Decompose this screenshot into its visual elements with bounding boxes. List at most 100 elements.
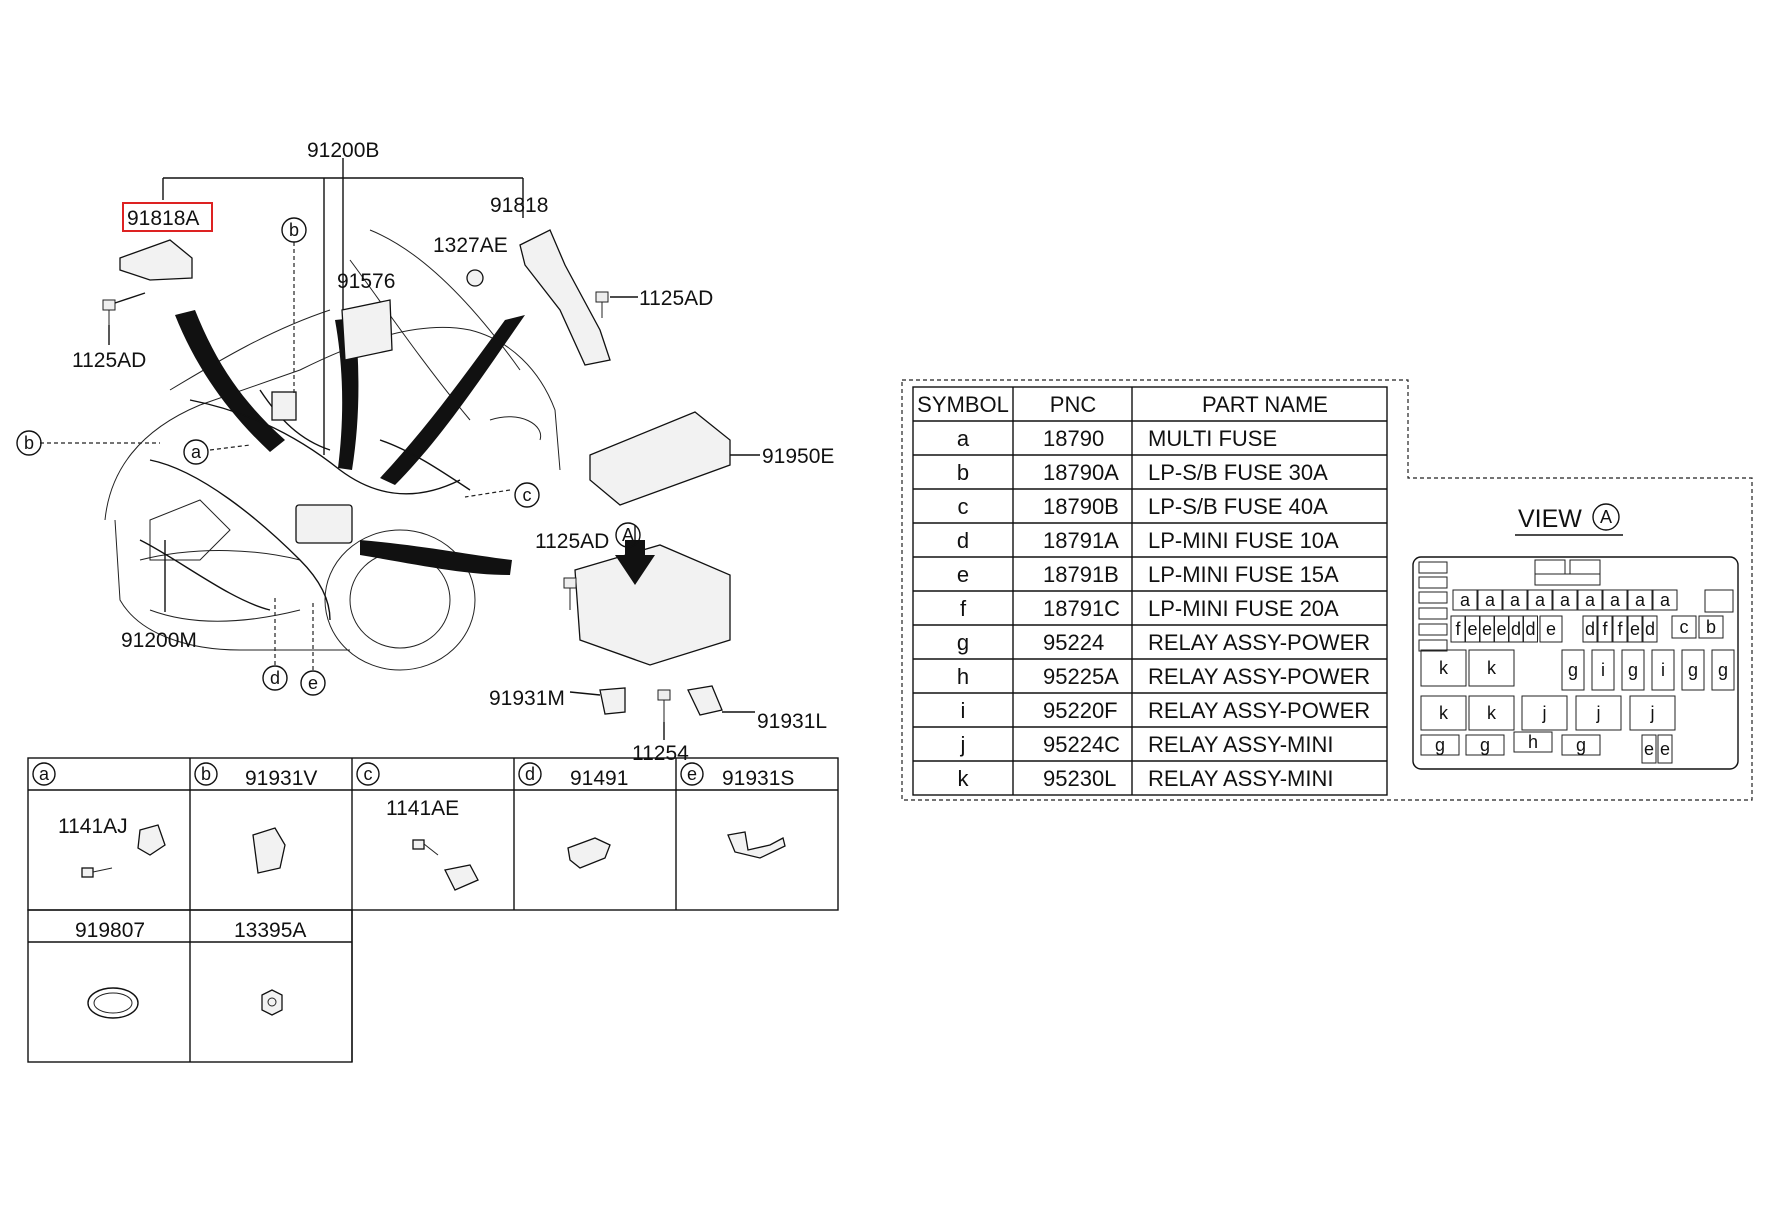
table-header: PART NAME <box>1202 392 1328 417</box>
table-cell-part-name: RELAY ASSY-MINI <box>1148 766 1333 791</box>
fuse-slot-label: f <box>1617 619 1623 639</box>
table-cell-part-name: LP-S/B FUSE 30A <box>1148 460 1328 485</box>
table-cell-symbol: h <box>957 664 969 689</box>
callout-1327ae[interactable]: 1327AE <box>433 234 508 257</box>
callout-91200m[interactable]: 91200M <box>121 629 197 652</box>
fuse-slot <box>1465 734 1505 756</box>
table-cell-pnc[interactable]: 18790B <box>1043 494 1119 519</box>
callout-91576[interactable]: 91576 <box>337 270 395 293</box>
fuse-slot-label: d <box>1645 619 1655 639</box>
fuse-slot-label: a <box>1510 590 1521 610</box>
table-cell-symbol: b <box>957 460 969 485</box>
svg-text:d: d <box>525 764 535 784</box>
fuse-slot-label: k <box>1439 703 1449 723</box>
table-cell-pnc[interactable]: 18791C <box>1043 596 1120 621</box>
svg-text:c: c <box>523 485 532 505</box>
callout-91931l[interactable]: 91931L <box>757 710 827 733</box>
grid-cell-d[interactable]: d 91491 <box>518 762 628 869</box>
svg-text:b: b <box>201 764 211 784</box>
fuse-slot-label: e <box>1467 619 1477 639</box>
table-header: SYMBOL <box>917 392 1009 417</box>
fuse-slot <box>1420 695 1467 731</box>
fuse-slot-label: e <box>1546 619 1556 639</box>
table-cell-pnc[interactable]: 18791B <box>1043 562 1119 587</box>
grid-cell-c[interactable]: c 1141AE <box>356 762 479 891</box>
circle-label-e: e <box>300 670 326 696</box>
fuse-slot-label: e <box>1482 619 1492 639</box>
grid-cell-b[interactable]: b 91931V <box>194 762 317 874</box>
fuse-slot <box>1698 615 1724 639</box>
callout-91818[interactable]: 91818 <box>490 194 548 217</box>
grid-cell-13395a[interactable]: 13395A <box>234 919 306 1016</box>
callout-11254[interactable]: 11254 <box>632 742 689 765</box>
table-cell-pnc[interactable]: 18790 <box>1043 426 1104 451</box>
fuse-slot <box>1627 589 1653 611</box>
table-cell-pnc[interactable]: 18790A <box>1043 460 1119 485</box>
fuse-slot-label: k <box>1439 658 1449 678</box>
callout-91818a[interactable]: 91818A <box>127 207 199 230</box>
fuse-slot-label: e <box>1660 739 1670 759</box>
table-cell-symbol: e <box>957 562 969 587</box>
grid-cell-a[interactable]: a 1141AJ <box>32 762 166 878</box>
fuse-slot <box>1612 615 1628 643</box>
callout-1125ad-lower[interactable]: 1125AD <box>535 530 609 553</box>
table-panel-outline <box>901 379 1753 801</box>
svg-text:a: a <box>191 442 202 462</box>
fuse-slot <box>1521 695 1568 731</box>
fuse-slot <box>1468 695 1515 731</box>
circle-label-c: c <box>514 482 540 508</box>
svg-text:13395A: 13395A <box>234 919 306 942</box>
table-cell-pnc[interactable]: 95230L <box>1043 766 1116 791</box>
table-cell-symbol: g <box>957 630 969 655</box>
table-cell-symbol: a <box>957 426 970 451</box>
table-cell-symbol: k <box>958 766 970 791</box>
fuse-slot <box>1575 695 1622 731</box>
svg-text:c: c <box>364 764 373 784</box>
grid-cell-919807[interactable]: 919807 <box>75 919 145 1019</box>
fuse-slot-label: d <box>1511 619 1521 639</box>
svg-text:a: a <box>39 764 50 784</box>
fuse-slot <box>1418 607 1448 620</box>
fuse-slot <box>1452 589 1478 611</box>
fuse-slot <box>1418 623 1448 636</box>
callout-1125ad-right[interactable]: 1125AD <box>639 287 713 310</box>
table-cell-pnc[interactable]: 95224C <box>1043 732 1120 757</box>
view-title-marker: A <box>1600 507 1612 527</box>
table-cell-part-name: LP-MINI FUSE 15A <box>1148 562 1339 587</box>
callout-91931m[interactable]: 91931M <box>489 687 565 710</box>
table-cell-part-name: RELAY ASSY-MINI <box>1148 732 1333 757</box>
callout-91950e[interactable]: 91950E <box>762 445 834 468</box>
fuse-slot <box>1468 649 1515 687</box>
fuse-slot <box>1552 589 1578 611</box>
fuse-slot <box>1681 649 1705 691</box>
fuse-slot-label: a <box>1535 590 1546 610</box>
fuse-slot-label: i <box>1601 660 1605 680</box>
table-cell-pnc[interactable]: 18791A <box>1043 528 1119 553</box>
fuse-slot <box>1597 615 1613 643</box>
highlight-box <box>122 202 213 232</box>
svg-text:e: e <box>687 764 697 784</box>
fuse-slot-label: g <box>1576 735 1586 755</box>
parts-detail-grid: a 1141AJ b 91931V c 1141AE d 91491 <box>27 757 839 1063</box>
table-cell-pnc[interactable]: 95225A <box>1043 664 1119 689</box>
callout-1125ad-left[interactable]: 1125AD <box>72 349 146 372</box>
fuse-slot-label: a <box>1485 590 1496 610</box>
fuse-slot <box>1420 649 1467 687</box>
table-cell-part-name: RELAY ASSY-POWER <box>1148 664 1370 689</box>
fuse-slot <box>1418 561 1448 574</box>
fuse-slot <box>1621 649 1645 691</box>
fuse-slot-label: k <box>1487 703 1497 723</box>
fuse-slot-label: f <box>1602 619 1608 639</box>
grid-cell-e[interactable]: e 91931S <box>680 762 794 859</box>
fuse-slot-label: c <box>1680 617 1689 637</box>
fuse-slot-label: g <box>1435 735 1445 755</box>
fuse-slot-label: j <box>1542 703 1547 723</box>
fuse-slot-label: j <box>1596 703 1601 723</box>
table-cell-pnc[interactable]: 95224 <box>1043 630 1104 655</box>
table-cell-symbol: f <box>960 596 967 621</box>
view-marker-letter: A <box>622 525 634 545</box>
fuse-slot-label: e <box>1630 619 1640 639</box>
fuse-slot <box>1561 649 1585 691</box>
table-cell-pnc[interactable]: 95220F <box>1043 698 1118 723</box>
